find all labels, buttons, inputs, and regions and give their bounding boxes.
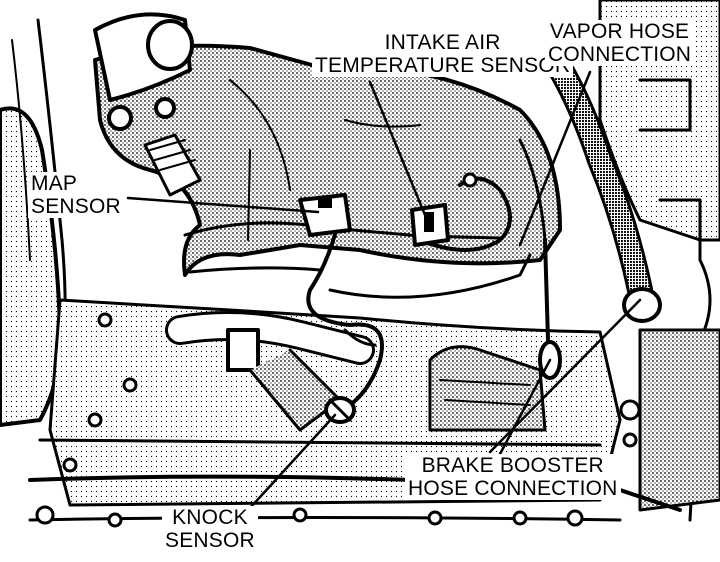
label-brake-booster-hose-connection: BRAKE BOOSTER HOSE CONNECTION xyxy=(405,454,621,500)
label-line: BRAKE BOOSTER xyxy=(421,454,604,477)
label-line: INTAKE AIR xyxy=(384,31,501,54)
iat-sensor-part xyxy=(410,172,478,247)
base-bolts xyxy=(35,312,584,528)
throttle-elbow xyxy=(93,12,202,197)
brake-leader-line-2 xyxy=(498,358,552,456)
brake-booster-hose xyxy=(538,238,562,380)
label-intake-air-temperature-sensor: INTAKE AIR TEMPERATURE SENSOR xyxy=(312,31,574,77)
iat-leader-line xyxy=(368,80,427,217)
vapor-leader-line xyxy=(518,70,592,247)
label-line: KNOCK xyxy=(172,506,248,529)
wire-harness xyxy=(306,176,532,407)
vapor-hose xyxy=(518,47,662,323)
map-sensor-part xyxy=(298,193,352,237)
label-line: SENSOR xyxy=(31,195,121,218)
knock-leader-line xyxy=(248,413,337,510)
label-line: TEMPERATURE SENSOR xyxy=(315,54,571,77)
right-structure xyxy=(598,0,720,522)
label-line: MAP xyxy=(31,172,78,195)
label-map-sensor: MAP SENSOR xyxy=(28,172,124,218)
map-leader-line xyxy=(126,196,320,214)
label-line: HOSE CONNECTION xyxy=(408,477,618,500)
lower-tube xyxy=(165,311,375,432)
label-knock-sensor: KNOCK SENSOR xyxy=(162,506,258,552)
leader-lines xyxy=(126,70,642,510)
label-line: VAPOR HOSE xyxy=(549,20,690,43)
label-line: CONNECTION xyxy=(548,43,692,66)
label-line: SENSOR xyxy=(165,529,255,552)
label-vapor-hose-connection: VAPOR HOSE CONNECTION xyxy=(545,20,695,66)
